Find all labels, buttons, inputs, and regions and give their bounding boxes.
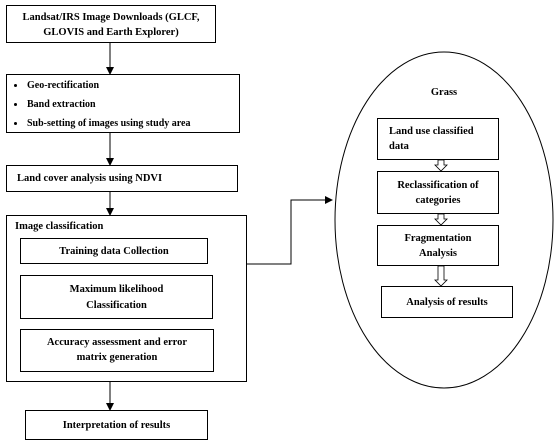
hollow-arrow-frag-to-analysis (434, 265, 448, 287)
accuracy-line2: matrix generation (76, 352, 158, 363)
analysis-results-box: Analysis of results (381, 286, 513, 318)
hollow-arrow-landuse-to-reclass (434, 159, 448, 172)
preprocessing-list: Geo-rectification Band extraction Sub-se… (7, 76, 190, 133)
reclassification-box: Reclassification of categories (377, 171, 499, 214)
frag-line1: Fragmentation (404, 233, 472, 244)
landuse-line2: data (389, 141, 409, 152)
preprocessing-item: Sub-setting of images using study area (7, 114, 190, 133)
fragmentation-box: Fragmentation Analysis (377, 225, 499, 266)
analysis-label: Analysis of results (406, 297, 488, 308)
ml-classification-box: Maximum likelihood Classification (20, 275, 213, 319)
downloads-line2: GLOVIS and Earth Explorer) (43, 27, 179, 38)
training-box: Training data Collection (20, 238, 208, 264)
interpretation-box: Interpretation of results (25, 410, 208, 440)
grass-ellipse (334, 51, 554, 389)
ndvi-box: Land cover analysis using NDVI (6, 165, 238, 192)
downloads-box: Landsat/IRS Image Downloads (GLCF, GLOVI… (6, 5, 216, 43)
training-label: Training data Collection (59, 246, 169, 257)
grass-title: Grass (430, 87, 458, 98)
reclass-line2: categories (415, 195, 461, 206)
ml-line1: Maximum likelihood (69, 284, 164, 295)
arrow-classification-to-grass (247, 196, 333, 265)
frag-line2: Analysis (419, 248, 457, 259)
accuracy-box: Accuracy assessment and error matrix gen… (20, 329, 214, 372)
reclass-line1: Reclassification of (397, 180, 479, 191)
landuse-box: Land use classified data (377, 118, 499, 160)
landuse-line1: Land use classified (389, 126, 474, 137)
hollow-arrow-reclass-to-frag (434, 213, 448, 226)
ml-line2: Classification (86, 300, 147, 311)
preprocessing-item: Geo-rectification (7, 76, 190, 95)
accuracy-line1: Accuracy assessment and error (46, 337, 188, 348)
downloads-line1: Landsat/IRS Image Downloads (GLCF, (22, 12, 200, 23)
preprocessing-item: Band extraction (7, 95, 190, 114)
classification-title: Image classification (15, 221, 104, 232)
ndvi-label: Land cover analysis using NDVI (17, 173, 163, 184)
interpretation-label: Interpretation of results (62, 420, 171, 431)
preprocessing-box: Geo-rectification Band extraction Sub-se… (6, 74, 240, 133)
